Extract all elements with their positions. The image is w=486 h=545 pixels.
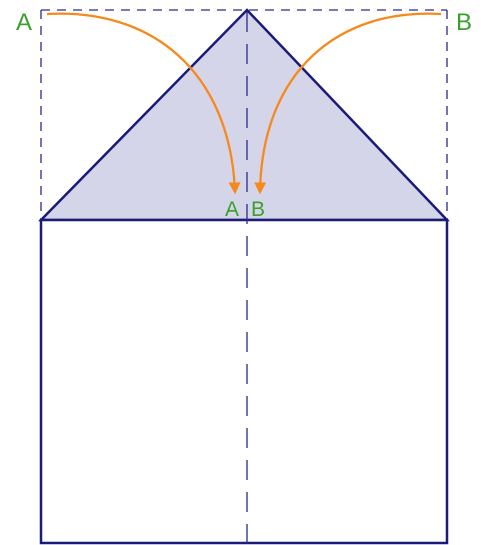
- folded-triangle-region: [38, 8, 450, 222]
- paper-rectangle: [39, 218, 449, 545]
- fold-arrow-left: [46, 12, 241, 195]
- fold-label-a: A: [225, 198, 239, 221]
- original-outline-dashed: [40, 9, 448, 220]
- fold-label-b: B: [251, 198, 265, 221]
- corner-label-b: B: [456, 9, 472, 36]
- corner-label-a: A: [16, 9, 32, 36]
- fold-arrow-right: [254, 12, 442, 195]
